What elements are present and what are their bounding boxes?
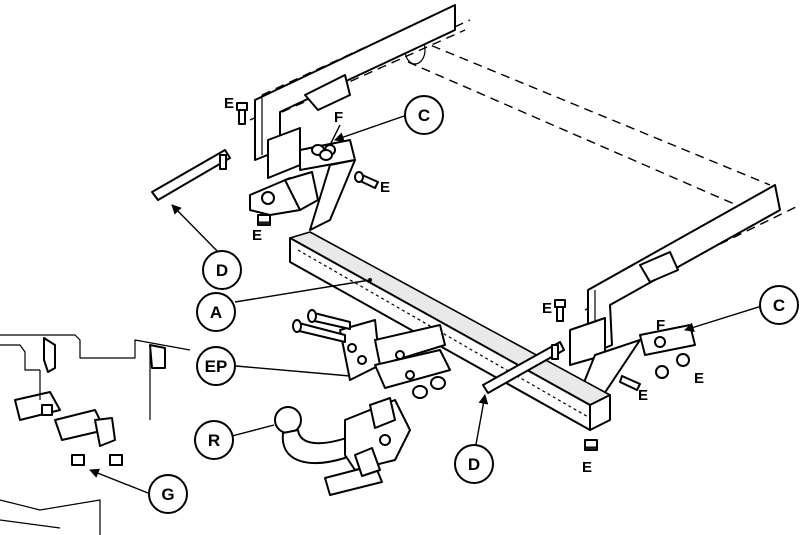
ball-mounting-plate <box>292 309 451 399</box>
bolt-e-top-right <box>554 299 566 322</box>
electrical-strip-right <box>482 341 565 394</box>
tag-e-2: E <box>380 179 390 196</box>
bolt-e-bottom-right <box>584 439 598 451</box>
callout-r: R <box>194 420 234 460</box>
svg-text:D: D <box>216 261 228 280</box>
tag-f-2: F <box>656 317 665 334</box>
right-rail-bracket <box>569 184 781 406</box>
tag-e-1: E <box>224 95 234 112</box>
callout-c-right: C <box>759 285 799 325</box>
bolt-e-right-nut <box>655 353 690 379</box>
tag-e-6: E <box>638 387 648 404</box>
svg-text:R: R <box>208 431 220 450</box>
callout-ep: EP <box>196 346 236 386</box>
svg-text:D: D <box>468 455 480 474</box>
part-tags: E F E E E F E E E <box>224 95 704 476</box>
nut-f-left <box>311 144 333 161</box>
leader-lines <box>89 114 766 494</box>
callout-d-left: D <box>202 250 242 290</box>
bolt-e-mid-left <box>354 171 379 189</box>
detachable-tow-ball <box>274 397 411 496</box>
bolt-e-low-left <box>257 214 271 226</box>
main-crossbar <box>289 231 611 431</box>
svg-text:C: C <box>418 106 430 125</box>
electrical-strip-left <box>151 149 231 201</box>
tag-e-5: E <box>694 370 704 387</box>
svg-text:G: G <box>161 485 174 504</box>
tag-e-3: E <box>252 227 262 244</box>
svg-text:C: C <box>773 296 785 315</box>
callout-c-left: C <box>404 95 444 135</box>
bolt-e-right-side <box>619 375 641 391</box>
bolt-e-top-left <box>236 102 248 125</box>
callout-a: A <box>196 292 236 332</box>
callout-d-right: D <box>454 444 494 484</box>
callout-g: G <box>148 474 188 514</box>
tag-e-7: E <box>582 459 592 476</box>
tag-e-4: E <box>542 300 552 317</box>
svg-text:EP: EP <box>205 357 228 376</box>
svg-text:A: A <box>210 303 222 322</box>
tag-f-1: F <box>334 109 343 126</box>
inset-detail <box>0 334 191 535</box>
